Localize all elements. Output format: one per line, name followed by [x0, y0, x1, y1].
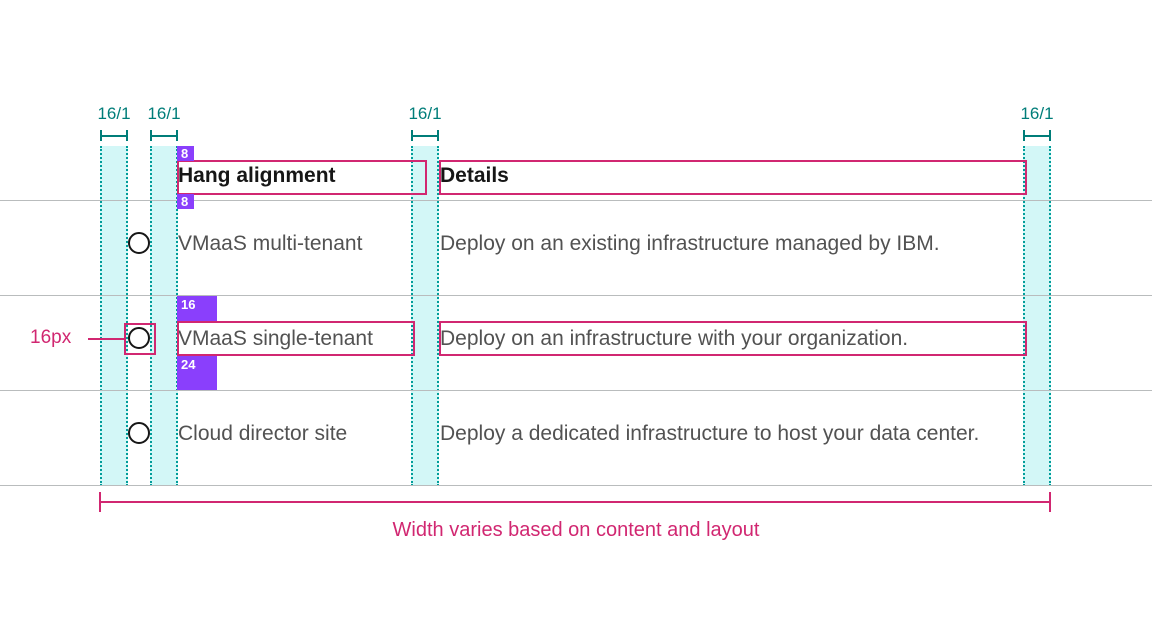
spacing-value: 8 [181, 194, 189, 209]
row-divider-2 [0, 390, 1152, 391]
tick-bar-3 [411, 130, 439, 141]
tick-line [411, 135, 439, 137]
tick-cap-right [176, 130, 178, 141]
highlight-box-row2-name [177, 321, 415, 356]
tick-bar-1 [100, 130, 128, 141]
radio-button-cloud-director-site[interactable] [128, 422, 150, 444]
spacing-value: 24 [181, 357, 196, 372]
callout-leader-line [88, 338, 125, 340]
guide-band-middle [411, 146, 439, 486]
tick-label-4: 16/1 [1020, 104, 1054, 123]
spacing-value: 8 [181, 146, 189, 161]
radio-button-vmaas-single-tenant[interactable] [128, 327, 150, 349]
tick-bar-2 [150, 130, 178, 141]
option-label: Cloud director site [178, 422, 348, 445]
width-measure-bar [99, 492, 1051, 512]
spacing-badge-row-bottom: 24 [177, 356, 217, 390]
spacing-badge-header-bottom: 8 [177, 194, 194, 209]
tick-group-3: 16/1 [408, 104, 442, 144]
highlight-box-row2-details [439, 321, 1027, 356]
table-header-row: Hang alignment Details [0, 146, 1152, 201]
option-label: VMaaS single-tenant [178, 327, 373, 350]
tick-line [150, 135, 178, 137]
tick-group-2: 16/1 [147, 104, 181, 144]
row-divider-1 [0, 295, 1152, 296]
table-row[interactable]: Cloud director site Deploy a dedicated i… [0, 391, 1152, 485]
callout-label-16px: 16px [30, 327, 72, 348]
highlight-box-header-details [439, 160, 1027, 195]
width-caption: Width varies based on content and layout [392, 519, 760, 541]
table-row[interactable]: VMaaS single-tenant Deploy on an infrast… [0, 296, 1152, 390]
width-line [99, 501, 1051, 503]
spacing-value: 16 [181, 297, 196, 312]
tick-line [1023, 135, 1051, 137]
highlight-box-radio [124, 323, 156, 355]
option-description: Deploy on an existing infrastructure man… [440, 232, 940, 255]
row-divider-3 [0, 485, 1152, 486]
column-header-hang-alignment: Hang alignment [178, 164, 336, 187]
option-description: Deploy on an infrastructure with your or… [440, 327, 909, 350]
width-cap-right [1049, 492, 1051, 512]
tick-label-2: 16/1 [147, 104, 181, 123]
tick-cap-right [126, 130, 128, 141]
tick-bar-4 [1023, 130, 1051, 141]
highlight-box-header-name [177, 160, 427, 195]
tick-label-3: 16/1 [408, 104, 442, 123]
column-header-details: Details [440, 164, 509, 187]
tick-group-1: 16/1 [97, 104, 131, 144]
tick-cap-right [1049, 130, 1051, 141]
table-row[interactable]: VMaaS multi-tenant Deploy on an existing… [0, 201, 1152, 295]
guide-band-left-1 [100, 146, 128, 486]
spacing-badge-row-top: 16 [177, 296, 217, 321]
option-label: VMaaS multi-tenant [178, 232, 363, 255]
guide-band-right [1023, 146, 1051, 486]
tick-line [100, 135, 128, 137]
tick-group-4: 16/1 [1020, 104, 1054, 144]
option-description: Deploy a dedicated infrastructure to hos… [440, 422, 980, 445]
row-divider-header [0, 200, 1152, 201]
spacing-badge-header-top: 8 [177, 146, 194, 161]
radio-button-vmaas-multi-tenant[interactable] [128, 232, 150, 254]
tick-cap-right [437, 130, 439, 141]
tick-label-1: 16/1 [97, 104, 131, 123]
options-table: Hang alignment Details VMaaS multi-tenan… [0, 146, 1152, 486]
